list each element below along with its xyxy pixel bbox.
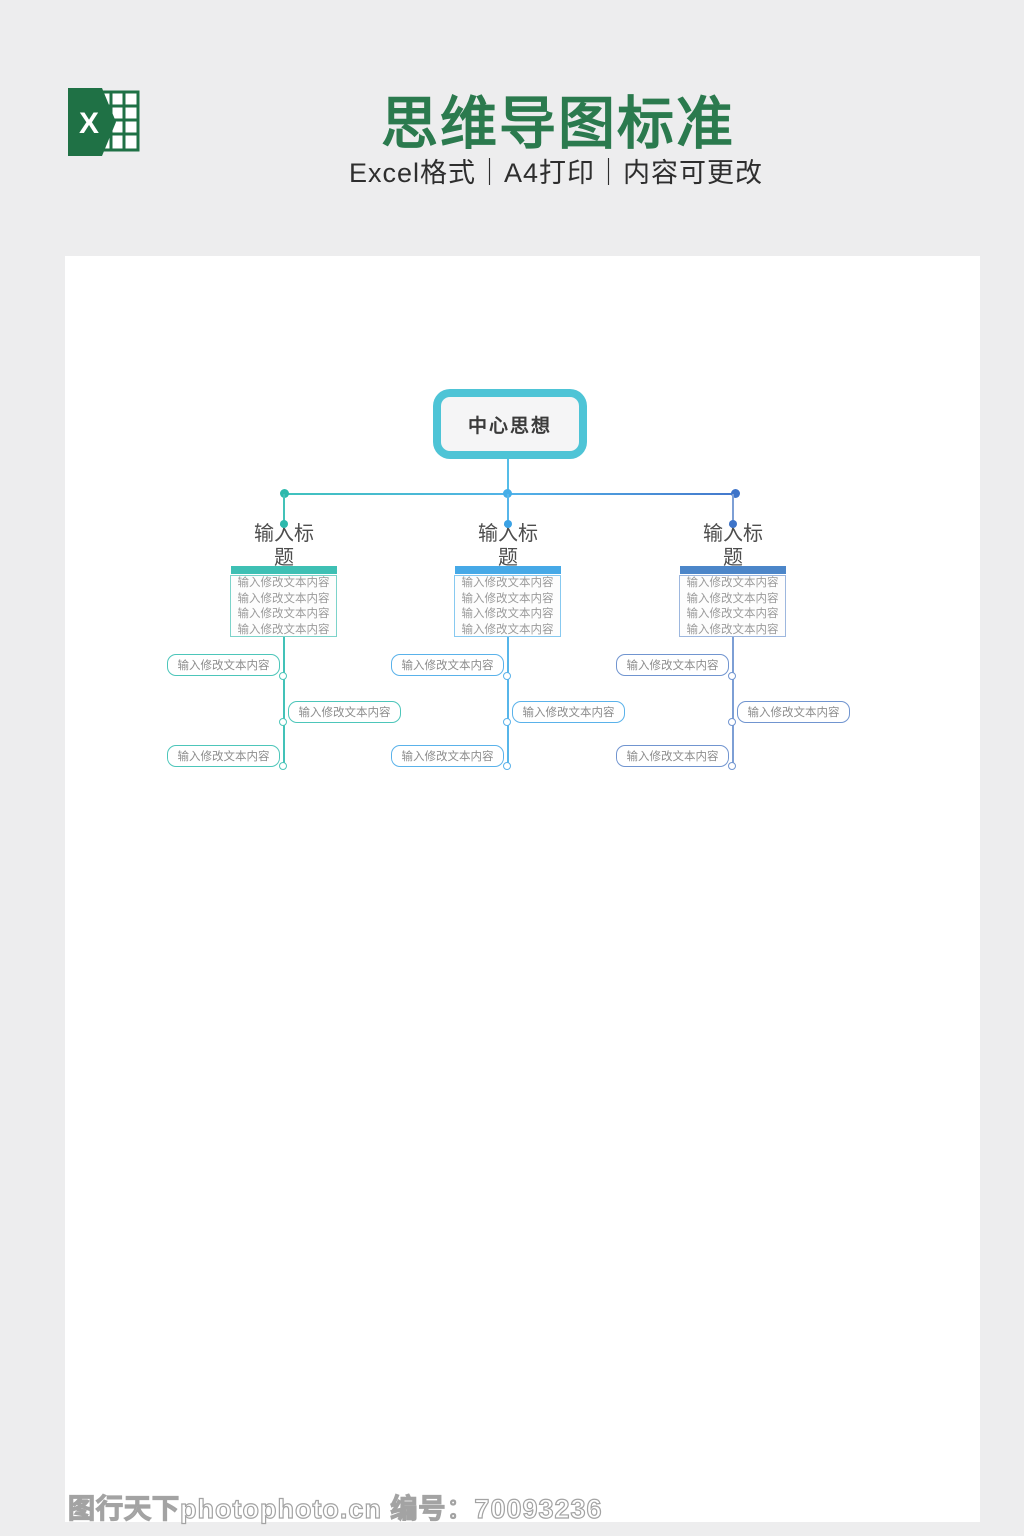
branch-drop-line bbox=[283, 494, 285, 525]
junction-dot bbox=[503, 762, 511, 770]
branch-title-bar bbox=[455, 566, 561, 574]
branch-1: 输入标题 输入修改文本内容 输入修改文本内容 输入修改文本内容 输入修改文本内容… bbox=[164, 494, 404, 784]
sub-item-box: 输入修改文本内容 bbox=[737, 701, 850, 723]
junction-dot bbox=[728, 718, 736, 726]
sub-item-box: 输入修改文本内容 bbox=[616, 745, 729, 767]
sub-item-box: 输入修改文本内容 bbox=[167, 745, 280, 767]
branch-drop-line bbox=[732, 494, 734, 525]
junction-dot bbox=[279, 672, 287, 680]
content-line: 输入修改文本内容 bbox=[686, 623, 779, 636]
content-line: 输入修改文本内容 bbox=[686, 592, 779, 605]
junction-dot bbox=[728, 762, 736, 770]
junction-dot bbox=[503, 672, 511, 680]
branch-title: 输入标题 bbox=[254, 523, 314, 569]
svg-text:X: X bbox=[79, 107, 99, 140]
page-subtitle: Excel格式｜A4打印｜内容可更改 bbox=[348, 158, 764, 188]
branch-title-bar bbox=[231, 566, 337, 574]
branch-title-dot bbox=[280, 520, 288, 528]
content-line: 输入修改文本内容 bbox=[461, 592, 554, 605]
content-line: 输入修改文本内容 bbox=[461, 623, 554, 636]
branch-content-box: 输入修改文本内容 输入修改文本内容 输入修改文本内容 输入修改文本内容 bbox=[454, 575, 561, 637]
junction-dot bbox=[728, 672, 736, 680]
content-line: 输入修改文本内容 bbox=[461, 577, 554, 589]
junction-dot bbox=[503, 718, 511, 726]
branch-title-bar bbox=[680, 566, 786, 574]
branch-3: 输入标题 输入修改文本内容 输入修改文本内容 输入修改文本内容 输入修改文本内容… bbox=[613, 494, 853, 784]
center-node: 中心思想 bbox=[433, 389, 587, 459]
content-line: 输入修改文本内容 bbox=[461, 608, 554, 620]
content-line: 输入修改文本内容 bbox=[237, 577, 330, 589]
watermark: 图行天下photophoto.cn 编号：70093236 bbox=[67, 1493, 603, 1524]
branch-trunk-line bbox=[283, 637, 285, 766]
content-line: 输入修改文本内容 bbox=[237, 623, 330, 636]
sub-item-box: 输入修改文本内容 bbox=[167, 654, 280, 676]
sub-item-box: 输入修改文本内容 bbox=[391, 745, 504, 767]
branch-trunk-line bbox=[732, 637, 734, 766]
content-line: 输入修改文本内容 bbox=[686, 577, 779, 589]
branch-2: 输入标题 输入修改文本内容 输入修改文本内容 输入修改文本内容 输入修改文本内容… bbox=[388, 494, 628, 784]
branch-junction-dot bbox=[731, 489, 740, 498]
content-line: 输入修改文本内容 bbox=[237, 592, 330, 605]
sub-item-box: 输入修改文本内容 bbox=[391, 654, 504, 676]
sub-item-box: 输入修改文本内容 bbox=[616, 654, 729, 676]
sub-item-box: 输入修改文本内容 bbox=[288, 701, 401, 723]
template-page: 中心思想 输入标题 输入修改文本内容 输入修改文本内容 输入修改文本内容 输入修… bbox=[65, 256, 980, 1525]
junction-dot bbox=[279, 718, 287, 726]
content-line: 输入修改文本内容 bbox=[237, 608, 330, 620]
branch-title-dot bbox=[729, 520, 737, 528]
branch-title: 输入标题 bbox=[478, 523, 538, 569]
branch-junction-dot bbox=[503, 489, 512, 498]
junction-dot bbox=[279, 762, 287, 770]
branch-title-dot bbox=[504, 520, 512, 528]
page-title: 思维导图标准 bbox=[381, 92, 735, 156]
branch-junction-dot bbox=[280, 489, 289, 498]
branch-content-box: 输入修改文本内容 输入修改文本内容 输入修改文本内容 输入修改文本内容 bbox=[230, 575, 337, 637]
branch-drop-line bbox=[507, 494, 509, 525]
center-connector-line bbox=[507, 459, 509, 494]
branch-content-box: 输入修改文本内容 输入修改文本内容 输入修改文本内容 输入修改文本内容 bbox=[679, 575, 786, 637]
content-line: 输入修改文本内容 bbox=[686, 608, 779, 620]
branch-title: 输入标题 bbox=[703, 523, 763, 569]
sub-item-box: 输入修改文本内容 bbox=[512, 701, 625, 723]
branch-trunk-line bbox=[507, 637, 509, 766]
center-node-label: 中心思想 bbox=[441, 397, 579, 451]
excel-icon: X bbox=[66, 86, 142, 158]
